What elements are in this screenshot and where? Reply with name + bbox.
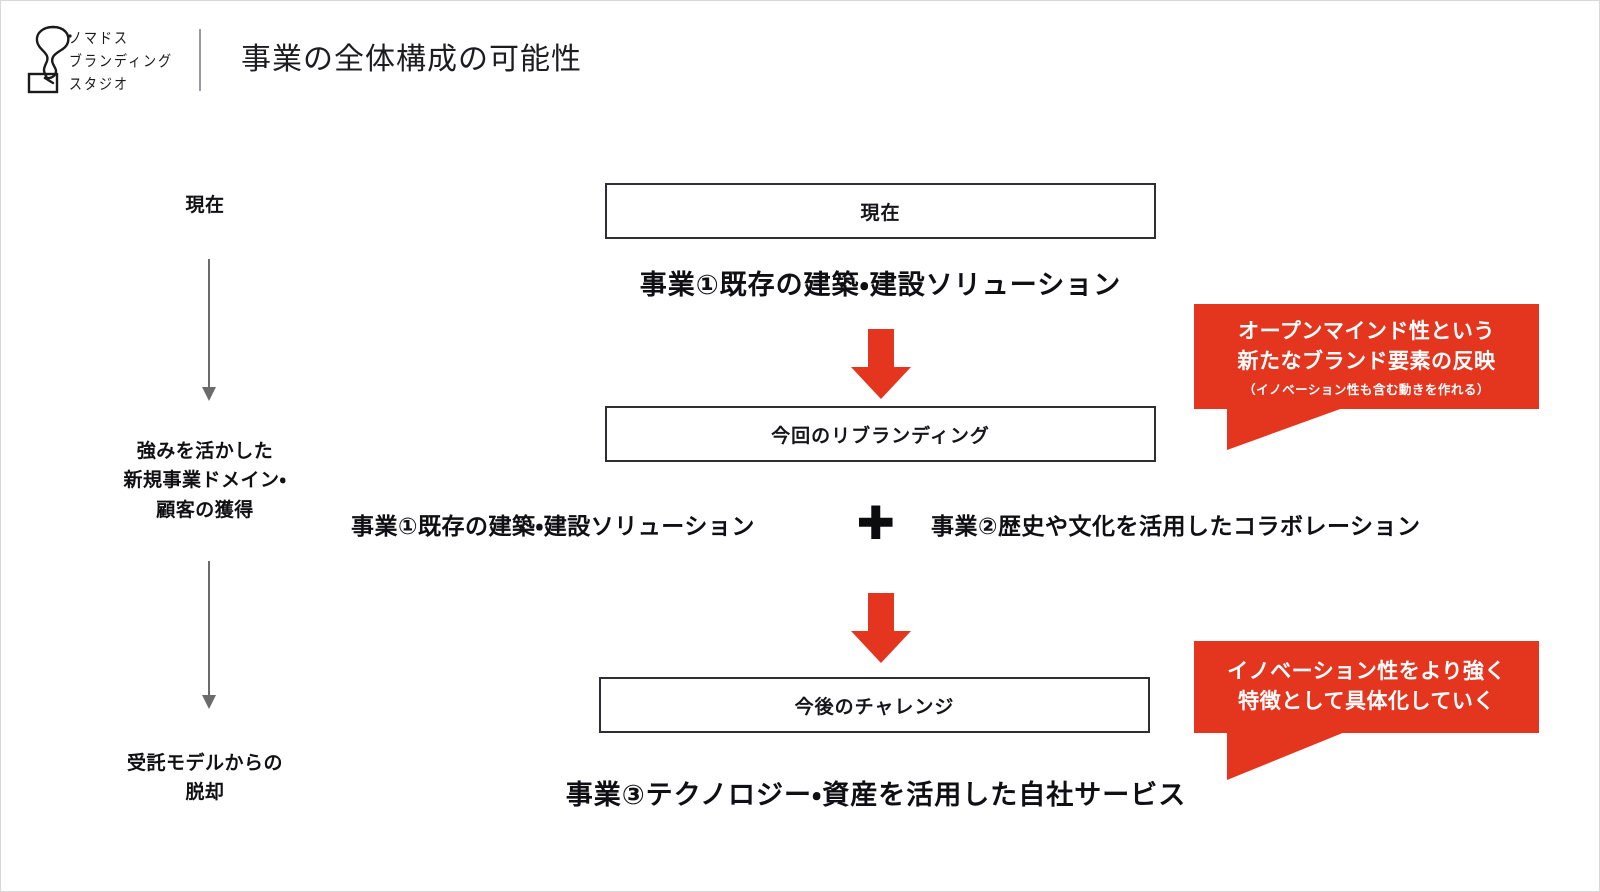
timeline-label-present: 現在 <box>185 195 225 216</box>
stage-caption-business-3: 事業③テクノロジー・資産を活用した自社サービス <box>565 780 1187 810</box>
stage-box-rebranding: 今回のリブランディング <box>605 406 1156 462</box>
callout-open-mind: オープンマインド性という 新たなブランド要素の反映 （イノベーション性も含む動き… <box>1194 304 1539 450</box>
callout-tail-icon <box>1227 408 1343 450</box>
brand-logo-icon <box>23 23 81 95</box>
callout-2-line-2: 特徴として具体化していく <box>1238 690 1495 713</box>
timeline-arrow-1-icon <box>202 259 216 401</box>
callout-innovation: イノベーション性をより強く 特徴として具体化していく <box>1194 641 1539 783</box>
timeline-label-escape-model: 受託モデルからの脱却 <box>126 753 283 804</box>
brand-logo-wordmark: ノマドス ブランディング スタジオ <box>69 27 179 93</box>
stage-box-future-challenge: 今後のチャレンジ <box>599 677 1150 733</box>
page-title: 事業の全体構成の可能性 <box>241 43 582 76</box>
logo-line-2: ブランディング <box>69 52 174 70</box>
logo-line-3: スタジオ <box>69 75 130 93</box>
callout-bubble: イノベーション性をより強く 特徴として具体化していく <box>1194 641 1539 733</box>
stage-box-present: 現在 <box>605 183 1156 239</box>
combo-business-2: 事業②歴史や文化を活用したコラボレーション <box>931 512 1421 539</box>
business-combination-row: 事業①既存の建築・建設ソリューション ✚ 事業②歴史や文化を活用したコラボレーシ… <box>351 497 1501 549</box>
callout-2-line-1: イノベーション性をより強く <box>1227 659 1506 683</box>
plus-icon: ✚ <box>856 497 896 549</box>
stage-caption-business-1: 事業①既存の建築・建設ソリューション <box>639 270 1122 300</box>
logo-line-1: ノマドス <box>69 29 130 47</box>
flow-arrow-down-2-icon <box>846 593 916 663</box>
flow-arrow-down-1-icon <box>846 329 916 399</box>
callout-1-line-1: オープンマインド性という <box>1238 319 1495 343</box>
timeline-label-new-domain: 強みを活かした新規事業ドメイン・顧客の獲得 <box>123 441 287 521</box>
callout-1-line-2: 新たなブランド要素の反映 <box>1237 350 1496 373</box>
callout-tail-icon <box>1227 732 1345 780</box>
combo-business-1: 事業①既存の建築・建設ソリューション <box>351 512 755 539</box>
callout-1-note: （イノベーション性も含む動きを作れる） <box>1243 383 1490 398</box>
callout-bubble: オープンマインド性という 新たなブランド要素の反映 （イノベーション性も含む動き… <box>1194 304 1539 409</box>
timeline-arrow-2-icon <box>202 561 216 709</box>
header-divider <box>199 29 201 91</box>
